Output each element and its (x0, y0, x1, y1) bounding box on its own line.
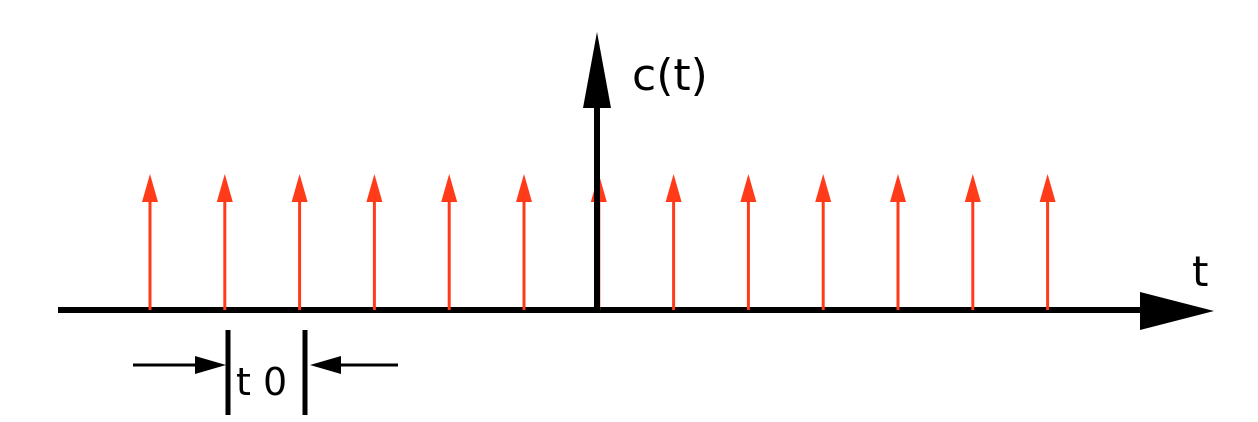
impulse-arrowhead (516, 174, 532, 202)
impulse-9 (740, 174, 757, 310)
impulse-arrowhead (1039, 174, 1056, 202)
impulse-arrowhead (441, 174, 458, 202)
period-label: t 0 (236, 360, 287, 404)
c-axis-label: c(t) (632, 50, 708, 101)
time-axis-label: t (1192, 247, 1208, 296)
time-axis-arrowhead (1140, 292, 1214, 330)
period-left-arrowhead (195, 356, 226, 374)
impulse-arrowhead (142, 174, 158, 202)
impulse-arrowhead (890, 174, 906, 202)
impulse-3 (291, 174, 308, 310)
period-marker: t 0 (133, 330, 398, 415)
impulse-arrowhead (740, 174, 757, 202)
impulse-arrowhead (366, 174, 383, 202)
impulse-arrowhead (964, 174, 981, 202)
impulse-4 (366, 174, 383, 310)
period-right-arrowhead (310, 356, 341, 374)
impulse-10 (815, 174, 832, 310)
impulse-arrowhead (665, 174, 682, 202)
impulse-1 (142, 174, 158, 310)
c-axis-arrowhead (583, 32, 611, 108)
impulse-6 (516, 174, 532, 310)
impulse-2 (216, 174, 233, 310)
impulse-8 (665, 174, 682, 310)
impulse-11 (890, 174, 906, 310)
impulse-12 (964, 174, 981, 310)
impulse-arrowhead (216, 174, 233, 202)
impulse-13 (1039, 174, 1056, 310)
impulse-arrowhead (291, 174, 308, 202)
impulse-arrowhead (815, 174, 832, 202)
impulse-5 (441, 174, 458, 310)
